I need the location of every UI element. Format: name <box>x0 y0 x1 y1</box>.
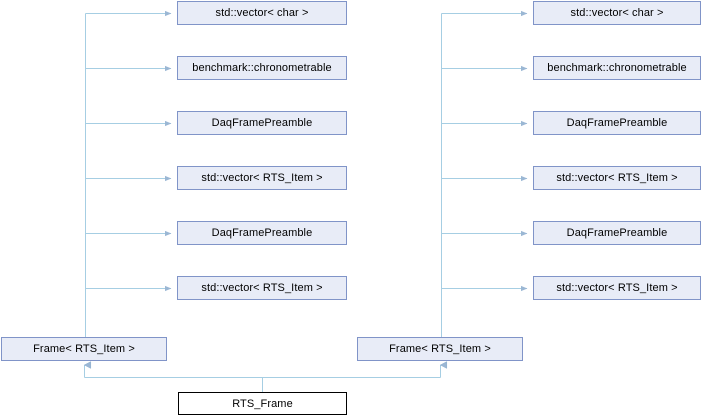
node-std-vector-rts-item-right-2[interactable]: std::vector< RTS_Item > <box>533 276 701 300</box>
node-label: DaqFramePreamble <box>211 227 313 239</box>
node-rts-frame[interactable]: RTS_Frame <box>178 392 347 415</box>
node-label: std::vector< RTS_Item > <box>556 282 678 294</box>
node-std-vector-char-left[interactable]: std::vector< char > <box>177 1 347 25</box>
node-label: std::vector< char > <box>215 7 309 19</box>
node-label: std::vector< RTS_Item > <box>201 282 323 294</box>
node-daqframepreamble-right-1[interactable]: DaqFramePreamble <box>533 111 701 135</box>
node-std-vector-char-right[interactable]: std::vector< char > <box>533 1 701 25</box>
node-label: DaqFramePreamble <box>566 117 668 129</box>
node-label: std::vector< RTS_Item > <box>556 172 678 184</box>
node-std-vector-rts-item-right-1[interactable]: std::vector< RTS_Item > <box>533 166 701 190</box>
node-label: Frame< RTS_Item > <box>389 343 491 355</box>
node-frame-rts-item-right[interactable]: Frame< RTS_Item > <box>357 337 523 361</box>
node-frame-rts-item-left[interactable]: Frame< RTS_Item > <box>1 337 167 361</box>
node-label: DaqFramePreamble <box>566 227 668 239</box>
node-daqframepreamble-right-2[interactable]: DaqFramePreamble <box>533 221 701 245</box>
node-label: Frame< RTS_Item > <box>33 343 135 355</box>
node-label: DaqFramePreamble <box>211 117 313 129</box>
node-label: std::vector< char > <box>570 7 664 19</box>
node-std-vector-rts-item-left-2[interactable]: std::vector< RTS_Item > <box>177 276 347 300</box>
node-std-vector-rts-item-left-1[interactable]: std::vector< RTS_Item > <box>177 166 347 190</box>
node-daqframepreamble-left-1[interactable]: DaqFramePreamble <box>177 111 347 135</box>
node-label: RTS_Frame <box>232 397 293 410</box>
node-label: benchmark::chronometrable <box>192 62 332 74</box>
node-benchmark-chronometrable-left[interactable]: benchmark::chronometrable <box>177 56 347 80</box>
node-label: benchmark::chronometrable <box>547 62 687 74</box>
node-label: std::vector< RTS_Item > <box>201 172 323 184</box>
node-daqframepreamble-left-2[interactable]: DaqFramePreamble <box>177 221 347 245</box>
node-benchmark-chronometrable-right[interactable]: benchmark::chronometrable <box>533 56 701 80</box>
